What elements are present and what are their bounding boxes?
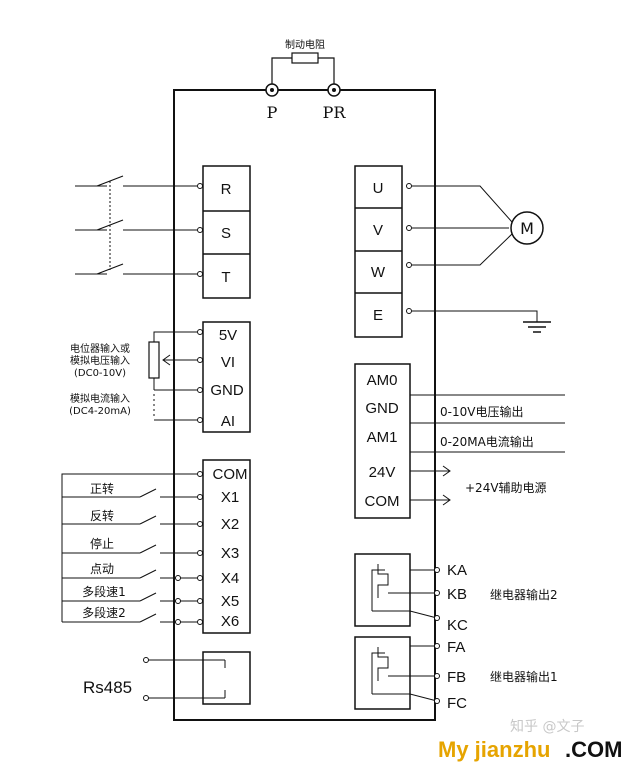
terminal-kb: KB xyxy=(447,586,467,603)
terminal-x1: X1 xyxy=(221,489,239,506)
relay1-block: FA FB FC 继电器输出1 xyxy=(354,636,558,712)
rs485-label: Rs485 xyxy=(83,678,132,697)
terminal-ka: KA xyxy=(447,562,467,579)
watermark-suffix: .COM xyxy=(565,737,622,762)
power-input-block: R S T xyxy=(75,165,251,299)
terminal-com-out: COM xyxy=(365,493,400,510)
resistor-symbol xyxy=(291,52,319,64)
terminal-com-in: COM xyxy=(213,466,248,483)
pot-label-1: 电位器输入或 xyxy=(70,342,130,355)
terminal-5v: 5V xyxy=(219,327,237,344)
digital-input-block: COM X1 X2 X3 X4 X5 X6 正转 反转 停止 点动 多段速1 多… xyxy=(61,459,251,634)
brake-resistor: 制动电阻 P PR xyxy=(265,38,347,122)
watermark: 知乎 @文子 My jianzhu .COM xyxy=(438,718,622,762)
terminal-am0: AM0 xyxy=(367,372,398,389)
terminal-w: W xyxy=(371,264,386,281)
input-label-jog: 点动 xyxy=(90,562,114,576)
terminal-x2: X2 xyxy=(221,516,239,533)
brake-resistor-label: 制动电阻 xyxy=(285,38,325,51)
analog-output-block: AM0 GND AM1 24V COM 0-10V电压输出 0-20MA电流输出… xyxy=(354,363,565,519)
motor-symbol xyxy=(510,211,544,245)
i-output-label: 0-20MA电流输出 xyxy=(440,434,534,449)
input-label-stop: 停止 xyxy=(90,536,114,551)
rs485-block: Rs485 xyxy=(83,651,251,705)
motor-label: M xyxy=(520,219,534,238)
ground-icon xyxy=(523,321,551,333)
pot-label-2: 模拟电压输入 xyxy=(70,354,130,367)
terminal-vi: VI xyxy=(221,354,235,371)
inverter-body xyxy=(173,89,436,721)
aux-power-label: +24V辅助电源 xyxy=(465,481,547,495)
analog-input-block: 5V VI GND AI 电位器输入或 模拟电压输入 (DC0-10V) 模拟电… xyxy=(69,321,251,433)
terminal-x5: X5 xyxy=(221,593,239,610)
input-label-forward: 正转 xyxy=(90,481,114,496)
relay1-label: 继电器输出1 xyxy=(490,669,558,684)
v-output-label: 0-10V电压输出 xyxy=(440,404,523,419)
terminal-am1: AM1 xyxy=(367,429,398,446)
cur-label-1: 模拟电流输入 xyxy=(70,392,130,405)
terminal-e: E xyxy=(373,307,383,324)
pot-label-3: (DC0-10V) xyxy=(74,368,126,379)
terminal-v: V xyxy=(373,222,383,239)
input-label-speed1: 多段速1 xyxy=(82,584,126,599)
label-p: P xyxy=(267,103,278,122)
label-pr: PR xyxy=(323,103,347,122)
terminal-ai: AI xyxy=(221,413,235,430)
terminal-fc: FC xyxy=(447,695,467,712)
relay2-block: KA KB KC 继电器输出2 xyxy=(354,553,558,634)
motor-output-block: U V W E M xyxy=(354,165,551,338)
terminal-u: U xyxy=(373,180,384,197)
terminal-fa: FA xyxy=(447,639,465,656)
terminal-x4: X4 xyxy=(221,570,239,587)
terminal-gnd: GND xyxy=(210,382,244,399)
terminal-gnd-out: GND xyxy=(365,400,399,417)
relay2-label: 继电器输出2 xyxy=(490,587,558,602)
terminal-r: R xyxy=(221,181,232,198)
input-label-speed2: 多段速2 xyxy=(82,605,126,620)
potentiometer xyxy=(148,341,160,379)
cur-label-2: (DC4-20mA) xyxy=(69,406,131,417)
terminal-t: T xyxy=(221,269,230,286)
terminal-s: S xyxy=(221,225,231,242)
terminal-24v: 24V xyxy=(369,464,396,481)
terminal-x6: X6 xyxy=(221,613,239,630)
input-label-reverse: 反转 xyxy=(90,508,114,523)
terminal-kc: KC xyxy=(447,617,468,634)
watermark-faint: 知乎 @文子 xyxy=(510,718,584,735)
terminal-fb: FB xyxy=(447,669,466,686)
watermark-main: My jianzhu xyxy=(438,737,550,762)
terminal-x3: X3 xyxy=(221,545,239,562)
